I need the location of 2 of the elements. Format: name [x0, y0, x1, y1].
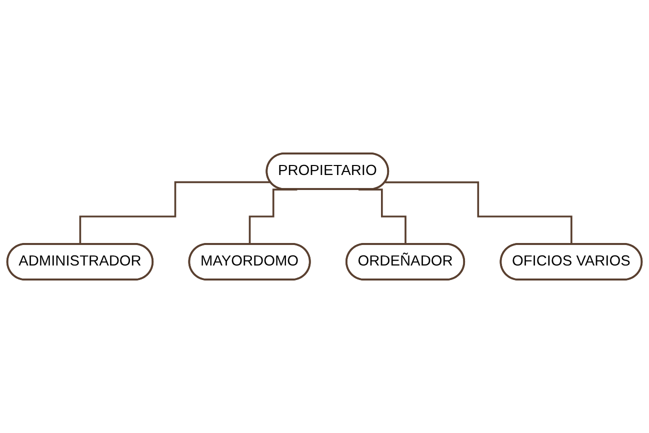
connector — [79, 181, 271, 246]
connector — [385, 181, 573, 246]
